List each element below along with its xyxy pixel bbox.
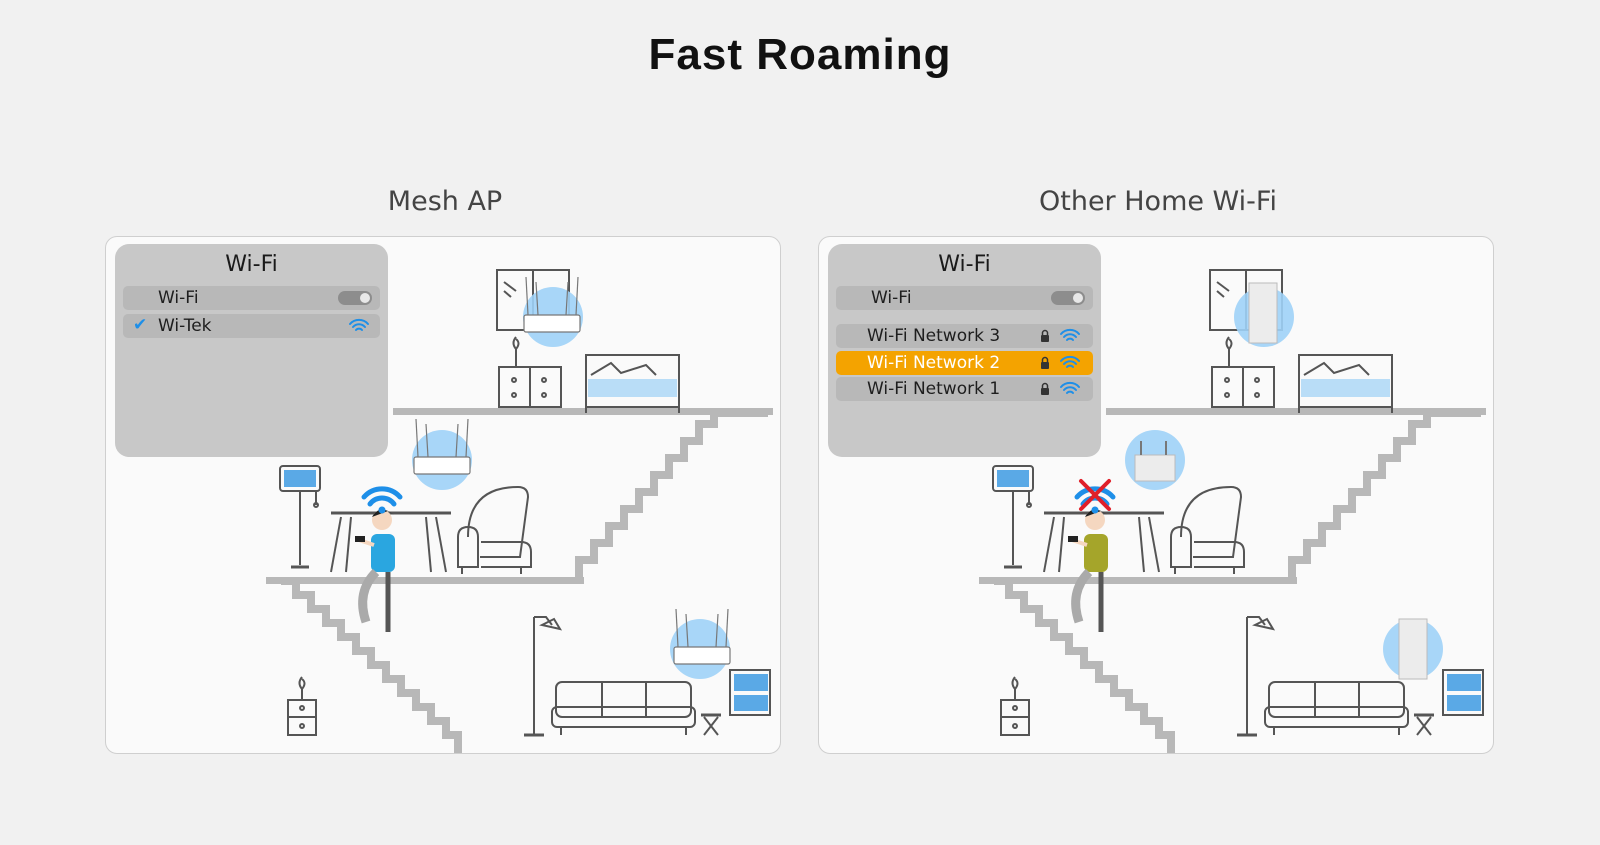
network-row-1[interactable]: Wi-Fi Network 1	[836, 377, 1093, 401]
mesh-house-illustration	[266, 269, 773, 753]
toggle-icon[interactable]	[1051, 291, 1085, 305]
wifi-toggle-row[interactable]: Wi-Fi	[836, 286, 1093, 310]
network-row-wi-tek[interactable]: ✔ Wi-Tek	[123, 314, 380, 338]
wifi-icon	[1060, 381, 1080, 394]
wifi-icon	[1060, 355, 1080, 368]
wifi-icon	[1060, 328, 1080, 341]
wifi-toggle-label: Wi-Fi	[871, 288, 912, 308]
lock-wifi-icons	[1041, 381, 1080, 395]
network-label: Wi-Fi Network 3	[867, 326, 1001, 346]
signal-glows	[412, 287, 730, 679]
lock-wifi-icons	[1041, 355, 1080, 369]
network-row-2[interactable]: Wi-Fi Network 2	[836, 351, 1093, 375]
mesh-wifi-settings: Wi-Fi Wi-Fi ✔ Wi-Tek	[115, 244, 388, 457]
wifi-icon	[361, 486, 403, 514]
lock-icon	[1041, 356, 1049, 369]
other-house-illustration	[979, 269, 1486, 753]
wifi-box-title: Wi-Fi	[938, 252, 991, 277]
wifi-toggle-label: Wi-Fi	[158, 288, 199, 308]
cross-icon	[1079, 479, 1111, 511]
lock-icon	[1041, 382, 1049, 395]
wifi-toggle-row[interactable]: Wi-Fi	[123, 286, 380, 310]
mesh-panel-title: Mesh AP	[387, 186, 503, 217]
page-title: Fast Roaming	[648, 30, 952, 79]
wifi-box-title: Wi-Fi	[225, 252, 278, 277]
network-label: Wi-Fi Network 2	[867, 353, 1001, 373]
wifi-icon	[1074, 486, 1116, 514]
lock-icon	[1041, 329, 1049, 342]
wifi-icon	[349, 318, 369, 331]
toggle-icon[interactable]	[338, 291, 372, 305]
check-icon: ✔	[133, 315, 148, 335]
lock-wifi-icons	[1041, 328, 1080, 342]
network-label: Wi-Tek	[158, 316, 212, 336]
network-row-3[interactable]: Wi-Fi Network 3	[836, 324, 1093, 348]
other-wifi-panel: Wi-Fi Wi-Fi Wi-Fi Network 3 Wi-Fi Networ…	[818, 236, 1494, 754]
person-other	[1068, 509, 1108, 632]
other-panel-title: Other Home Wi-Fi	[1039, 186, 1277, 217]
signal-glows	[1125, 287, 1443, 679]
person-mesh	[355, 509, 395, 632]
other-wifi-settings: Wi-Fi Wi-Fi Wi-Fi Network 3 Wi-Fi Networ…	[828, 244, 1101, 457]
network-label: Wi-Fi Network 1	[867, 379, 1001, 399]
mesh-ap-panel: Wi-Fi Wi-Fi ✔ Wi-Tek	[105, 236, 781, 754]
